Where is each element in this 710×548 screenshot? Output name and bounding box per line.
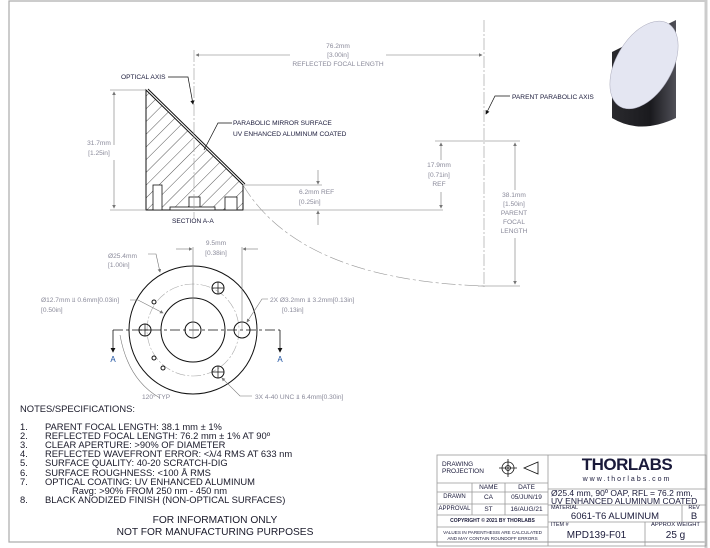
- note-number: 6.: [20, 466, 28, 478]
- optical-axis-label: OPTICAL AXIS: [121, 74, 166, 81]
- height-in: [1.25in]: [88, 150, 110, 157]
- recess-in: [0.50in]: [41, 307, 63, 314]
- material-header: MATERIAL: [551, 505, 579, 511]
- holes-in: [0.13in]: [282, 307, 304, 314]
- drawn-label: DRAWN: [443, 494, 466, 500]
- notes-title: NOTES/SPECIFICATIONS:: [20, 403, 135, 414]
- item-number: MPD139-F01: [566, 530, 627, 541]
- section-view: 31.7mm [1.25in] OPTICAL AXIS 76.2mm [3.0…: [87, 20, 594, 287]
- copyright: COPYRIGHT © 2021 BY THORLABS: [450, 518, 535, 524]
- projection-symbol: [499, 459, 539, 477]
- note-text: BLACK ANODIZED FINISH (NON-OPTICAL SURFA…: [45, 493, 286, 505]
- website: www.thorlabs.com: [582, 476, 672, 483]
- disclaimer-line-2: NOT FOR MANUFACTURING PURPOSES: [116, 526, 314, 538]
- note-text: CLEAR APERTURE: >90% OF DIAMETER: [45, 439, 226, 451]
- approval-name: ST: [484, 506, 493, 513]
- note-item: 6. SURFACE ROUGHNESS: <100 Å RMS: [20, 466, 292, 478]
- note-number: 5.: [20, 457, 28, 469]
- note-number: 4.: [20, 448, 28, 460]
- note-item: 4. REFLECTED WAVEFRONT ERROR: <λ/4 RMS AT…: [20, 449, 292, 458]
- parent-axis-label: PARENT PARABOLIC AXIS: [512, 94, 594, 101]
- drawn-date: 05/JUN/19: [511, 494, 542, 501]
- pfl-label-1: PARENT: [501, 210, 527, 217]
- note-number: 7.: [20, 475, 28, 487]
- description-line-2: UV ENHANCED ALUMINUM COATED: [551, 496, 698, 507]
- note-item: 2. REFLECTED FOCAL LENGTH: 76.2 mm ± 1% A…: [20, 431, 292, 440]
- drawn-name: CA: [483, 494, 494, 501]
- section-label: SECTION A-A: [172, 218, 214, 225]
- item-header: ITEM #: [551, 522, 569, 528]
- note-item: 8. BLACK ANODIZED FINISH (NON-OPTICAL SUR…: [20, 495, 292, 504]
- note-text: OPTICAL COATING: UV ENHANCED ALUMINUM: [45, 475, 255, 487]
- ref-mm: 6.2mm REF: [299, 189, 334, 196]
- front-view: Ø25.4mm [1.00in] 9.5mm [0.38in] Ø12.7mm …: [41, 240, 354, 401]
- title-block-grid: [436, 454, 707, 547]
- rev-value: B: [690, 511, 698, 522]
- angle-label: 120° TYP: [142, 393, 171, 401]
- recess-spec: Ø12.7mm ⫫ 0.6mm[0.03in]: [41, 297, 119, 304]
- section-marker-right: A: [277, 355, 283, 364]
- projection-label: DRAWING PROJECTION: [442, 461, 484, 475]
- note-number: 3.: [20, 439, 28, 451]
- offset-ref: REF: [432, 181, 445, 188]
- note-text: SURFACE QUALITY: 40-20 SCRATCH-DIG: [45, 457, 228, 469]
- note-text: SURFACE ROUGHNESS: <100 Å RMS: [45, 466, 211, 478]
- offset-mm: 17.9mm: [427, 162, 451, 169]
- note-text: PARENT FOCAL LENGTH: 38.1 mm ± 1%: [45, 421, 222, 433]
- pfl-label-2: FOCAL: [503, 219, 525, 226]
- material-value: 6061-T6 ALUMINUM: [570, 511, 660, 522]
- rev-header: REV: [688, 505, 700, 511]
- rfl-label: REFLECTED FOCAL LENGTH: [292, 61, 384, 68]
- note-sub-item: Ravg: >90% FROM 250 nm - 450 nm: [72, 484, 228, 496]
- note-item: 5. SURFACE QUALITY: 40-20 SCRATCH-DIG: [20, 458, 292, 467]
- mirror-surface-label: PARABOLIC MIRROR SURFACE: [233, 120, 332, 127]
- threads-spec: 3X 4-40 UNC ⫫ 6.4mm[0.30in]: [255, 394, 344, 401]
- note-text: REFLECTED WAVEFRONT ERROR: <λ/4 RMS AT 6…: [45, 448, 293, 460]
- rfl-mm: 76.2mm: [326, 43, 350, 50]
- values-note: VALUES IN PARENTHESIS ARE CALCULATED AND…: [443, 530, 542, 541]
- mirror-3d-render: [609, 20, 679, 127]
- ref-in: [0.25in]: [299, 199, 321, 206]
- part-description: Ø25.4 mm, 90º OAP, RFL = 76.2 mm, UV ENH…: [551, 488, 707, 507]
- approval-date: 16/AUG/21: [510, 506, 543, 513]
- spacing-mm: 9.5mm: [206, 240, 227, 247]
- notes-section: NOTES/SPECIFICATIONS: 1. PARENT FOCAL LEN…: [20, 404, 292, 504]
- section-marker-left: A: [110, 355, 116, 364]
- note-item: 7. OPTICAL COATING: UV ENHANCED ALUMINUM: [20, 475, 292, 487]
- spacing-in: [0.38in]: [205, 250, 227, 257]
- description-line-1: Ø25.4 mm, 90º OAP, RFL = 76.2 mm,: [551, 488, 693, 498]
- pfl-label-3: LENGTH: [501, 228, 528, 235]
- note-item: 1. PARENT FOCAL LENGTH: 38.1 mm ± 1%: [20, 422, 292, 431]
- diameter-mm: Ø25.4mm: [108, 253, 137, 260]
- note-number: 2.: [20, 430, 28, 442]
- note-item: 3. CLEAR APERTURE: >90% OF DIAMETER: [20, 440, 292, 449]
- offset-in: [0.71in]: [428, 172, 450, 179]
- thorlabs-logo: THORLABS: [581, 455, 673, 474]
- pfl-mm: 38.1mm: [502, 192, 526, 199]
- name-header: NAME: [479, 484, 498, 491]
- mirror-coating-label: UV ENHANCED ALUMINUM COATED: [233, 131, 347, 138]
- disclaimer-line-1: FOR INFORMATION ONLY: [152, 515, 278, 526]
- height-mm: 31.7mm: [87, 140, 111, 147]
- weight-value: 25 g: [665, 530, 686, 541]
- date-header: DATE: [518, 484, 535, 491]
- note-text: REFLECTED FOCAL LENGTH: 76.2 mm ± 1% AT …: [45, 430, 271, 442]
- note-number: 8.: [20, 493, 28, 505]
- note-number: 1.: [20, 421, 28, 433]
- holes-spec: 2X Ø3.2mm ⫫ 3.2mm[0.13in]: [270, 297, 354, 304]
- pfl-in: [1.50in]: [503, 201, 525, 208]
- rfl-in: [3.00in]: [327, 52, 349, 59]
- disclaimer: FOR INFORMATION ONLY NOT FOR MANUFACTURI…: [70, 515, 360, 538]
- weight-header: APPROX WEIGHT: [651, 522, 700, 528]
- diameter-in: [1.00in]: [108, 262, 130, 269]
- approval-label: APPROVAL: [438, 506, 471, 512]
